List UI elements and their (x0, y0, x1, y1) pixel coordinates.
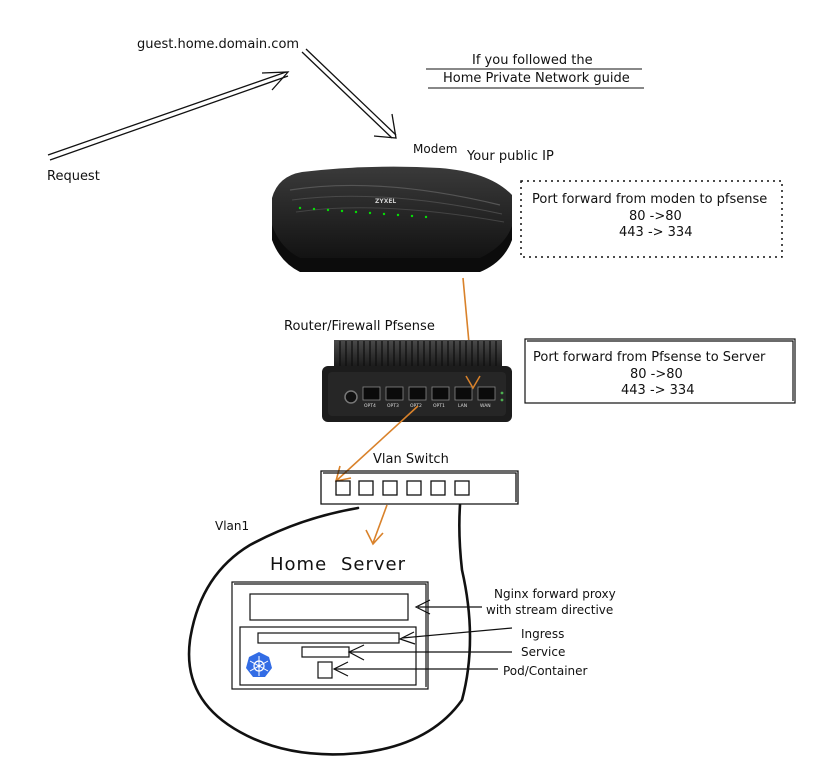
pfsense-note-rule1: 80 ->80 (630, 367, 683, 382)
router-port-opt1: OPT1 (433, 403, 445, 409)
domain-label: guest.home.domain.com (137, 37, 299, 52)
pfsense-note-box (524, 338, 796, 404)
nginx-label-line2: with stream directive (486, 603, 613, 617)
service-label: Service (521, 645, 565, 659)
domain-to-modem-arrow (301, 48, 397, 139)
switch-label: Vlan Switch (373, 452, 449, 467)
ingress-box (257, 632, 400, 644)
router-port-lan: LAN (458, 403, 467, 409)
modem-note-title: Port forward from moden to pfsense (532, 192, 767, 207)
ingress-pointer-arrow (398, 627, 513, 645)
service-pointer-arrow (347, 644, 512, 661)
modem-note-box (520, 180, 783, 258)
modem-brand: ZYXEL (375, 198, 396, 205)
router-port-wan: WAN (480, 403, 491, 409)
nginx-pointer-arrow (414, 599, 482, 615)
router-port-opt2: OPT2 (410, 403, 422, 409)
request-label: Request (47, 169, 100, 184)
modem-note-rule2: 443 -> 334 (619, 225, 692, 240)
pod-label: Pod/Container (503, 664, 588, 678)
pod-pointer-arrow (332, 661, 498, 677)
vlan-label: Vlan1 (215, 519, 249, 533)
kubernetes-icon (246, 652, 272, 677)
modem-note-rule1: 80 ->80 (629, 209, 682, 224)
ingress-label: Ingress (521, 627, 564, 641)
router-port-opt3: OPT3 (387, 403, 399, 409)
request-arrow (47, 71, 290, 161)
vlan-switch (320, 470, 519, 505)
guide-underline (426, 68, 644, 89)
guide-line1: If you followed the (472, 53, 593, 68)
wan-arrowhead (465, 375, 481, 390)
modem-label: Modem (413, 142, 457, 156)
public-ip-label: Your public IP (466, 149, 554, 164)
router-port-opt4: OPT4 (364, 403, 376, 409)
nginx-box (249, 593, 409, 621)
pfsense-note-rule2: 443 -> 334 (621, 383, 694, 398)
pfsense-note-title: Port forward from Pfsense to Server (533, 350, 766, 365)
k8s-cluster-box (239, 626, 417, 686)
nginx-label-line1: Nginx forward proxy (494, 587, 616, 601)
vlan-enclosure (187, 503, 472, 756)
modem-device: ZYXEL (272, 166, 512, 272)
server-title-word2: Server (341, 554, 406, 575)
guide-line2: Home Private Network guide (443, 71, 630, 86)
router-label: Router/Firewall Pfsense (284, 319, 435, 334)
router-device: OPT4 OPT3 OPT2 OPT1 LAN WAN (322, 340, 512, 422)
server-title-word1: Home (270, 554, 327, 575)
pod-box (317, 661, 333, 679)
switch-to-server-link (365, 504, 388, 546)
service-box (301, 646, 350, 658)
home-server (231, 581, 429, 690)
